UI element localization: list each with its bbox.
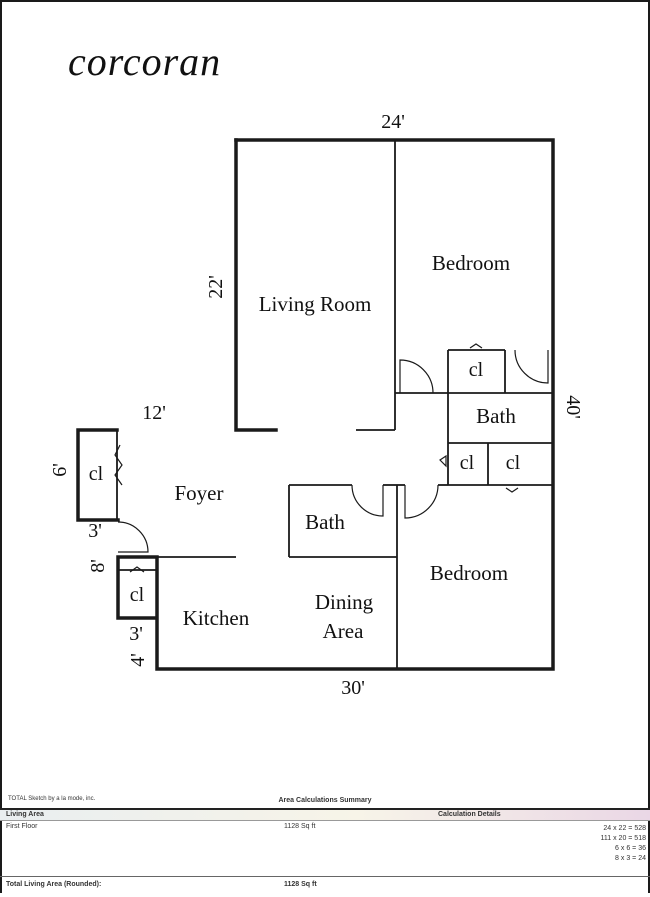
- closet-label: cl: [130, 584, 145, 606]
- door-swing: [351, 484, 384, 517]
- room-bath-lower: Bath: [305, 510, 345, 534]
- sketch-credit: TOTAL Sketch by a la mode, inc.: [8, 796, 96, 802]
- area-summary-table: Living Area Calculation Details First Fl…: [0, 808, 650, 897]
- dim-left-upper: 22': [205, 275, 227, 299]
- closet-door-mark: [129, 566, 145, 573]
- closet-label: cl: [89, 463, 104, 485]
- total-value: 1128 Sq ft: [284, 881, 317, 888]
- closet-door-mark: [439, 454, 447, 468]
- calculation-row: 24 x 22 = 528: [603, 825, 646, 832]
- dim-left-step-a: 3': [88, 520, 102, 542]
- dim-left-step-c: 3': [129, 623, 143, 645]
- floor-value: 1128 Sq ft: [284, 823, 316, 830]
- header-living-area: Living Area: [6, 811, 44, 818]
- room-kitchen: Kitchen: [183, 606, 250, 630]
- room-bedroom-lower: Bedroom: [430, 561, 508, 585]
- door-swing: [117, 521, 149, 553]
- closet-label: cl: [460, 452, 475, 474]
- outer-wall-upper-left: [234, 138, 278, 432]
- outer-wall-closet: [76, 428, 120, 522]
- dim-bottom: 30': [341, 677, 365, 699]
- door-swing: [514, 349, 549, 384]
- room-living: Living Room: [259, 292, 372, 316]
- room-foyer: Foyer: [175, 481, 224, 505]
- dim-left-step-d: 4': [127, 653, 149, 667]
- room-dining-line2: Area: [323, 619, 364, 643]
- dim-right: 40': [562, 395, 584, 419]
- summary-title: Area Calculations Summary: [278, 797, 372, 804]
- calculation-list: 24 x 22 = 528 111 x 20 = 518 6 x 6 = 36 …: [601, 824, 646, 864]
- room-bath-upper: Bath: [476, 404, 516, 428]
- total-label: Total Living Area (Rounded):: [6, 881, 102, 888]
- calculation-row: 111 x 20 = 518: [600, 835, 646, 842]
- summary-header: Living Area Calculation Details: [0, 810, 650, 821]
- dim-left-step-b: 8': [87, 559, 109, 573]
- room-bedroom-upper: Bedroom: [432, 251, 510, 275]
- header-calculation-details: Calculation Details: [438, 811, 501, 818]
- floor-label: First Floor: [6, 823, 38, 830]
- corcoran-logo: corcoran: [68, 39, 222, 84]
- dim-ledge: 12': [142, 402, 166, 424]
- calculation-row: 8 x 3 = 24: [615, 855, 646, 862]
- door-swing: [399, 359, 434, 394]
- total-divider: [0, 876, 650, 877]
- dim-left-closet: 6': [49, 463, 71, 477]
- closet-door-mark: [469, 343, 483, 349]
- door-swing: [404, 484, 439, 519]
- closet-label: cl: [506, 452, 521, 474]
- room-dining-line1: Dining: [315, 590, 374, 614]
- floor-plan: Living Room Bedroom Bath Bath Foyer Bedr…: [49, 111, 584, 699]
- calculation-row: 6 x 6 = 36: [615, 845, 646, 852]
- closet-door-mark: [505, 487, 519, 493]
- dim-top: 24': [381, 111, 405, 133]
- bifold-door: [114, 444, 123, 486]
- closet-label: cl: [469, 359, 484, 381]
